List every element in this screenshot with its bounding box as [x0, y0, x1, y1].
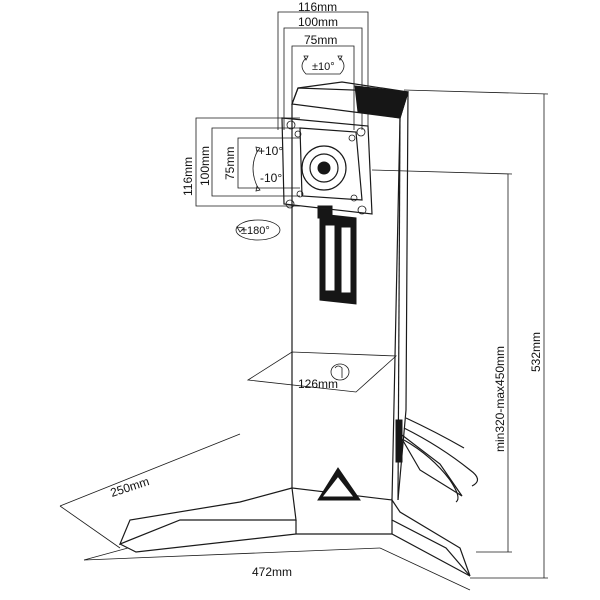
vesa-plate	[281, 117, 373, 215]
column-depth-label: 126mm	[298, 377, 338, 391]
column-depth-plane	[246, 351, 397, 393]
dimension-labels: 116mm 100mm 75mm ±10° 116mm 100mm 75mm +…	[109, 0, 543, 579]
side-height-mid-label: 100mm	[198, 146, 212, 186]
tilt-down-label: -10°	[260, 171, 282, 185]
height-dimension-lines	[507, 94, 545, 578]
height-range-label: min320-max450mm	[493, 346, 507, 452]
swivel-label: ±10°	[312, 61, 335, 73]
cables	[403, 417, 479, 503]
tilt-arrow-icon	[252, 146, 261, 192]
base-dimension-lines	[59, 433, 471, 591]
rotate-label: ±180°	[241, 225, 270, 237]
side-height-outer-label: 116mm	[181, 157, 195, 196]
side-height-inner-label: 75mm	[223, 147, 237, 180]
top-width-outer-label: 116mm	[298, 0, 337, 14]
top-width-inner-label: 75mm	[304, 33, 337, 47]
side-dimension-brackets	[195, 117, 300, 207]
cable-clip	[330, 363, 350, 381]
height-leaders	[371, 89, 549, 579]
base	[118, 419, 471, 577]
base-width-label: 472mm	[252, 565, 292, 579]
tilt-up-label: +10°	[258, 144, 283, 158]
total-height-label: 532mm	[529, 332, 543, 372]
swivel-arrow-icon	[301, 55, 345, 75]
top-dimension-brackets	[277, 11, 369, 130]
slide-bracket	[317, 205, 357, 305]
rotate-arrow-icon	[235, 219, 281, 241]
column	[291, 81, 409, 501]
top-width-mid-label: 100mm	[298, 15, 338, 29]
